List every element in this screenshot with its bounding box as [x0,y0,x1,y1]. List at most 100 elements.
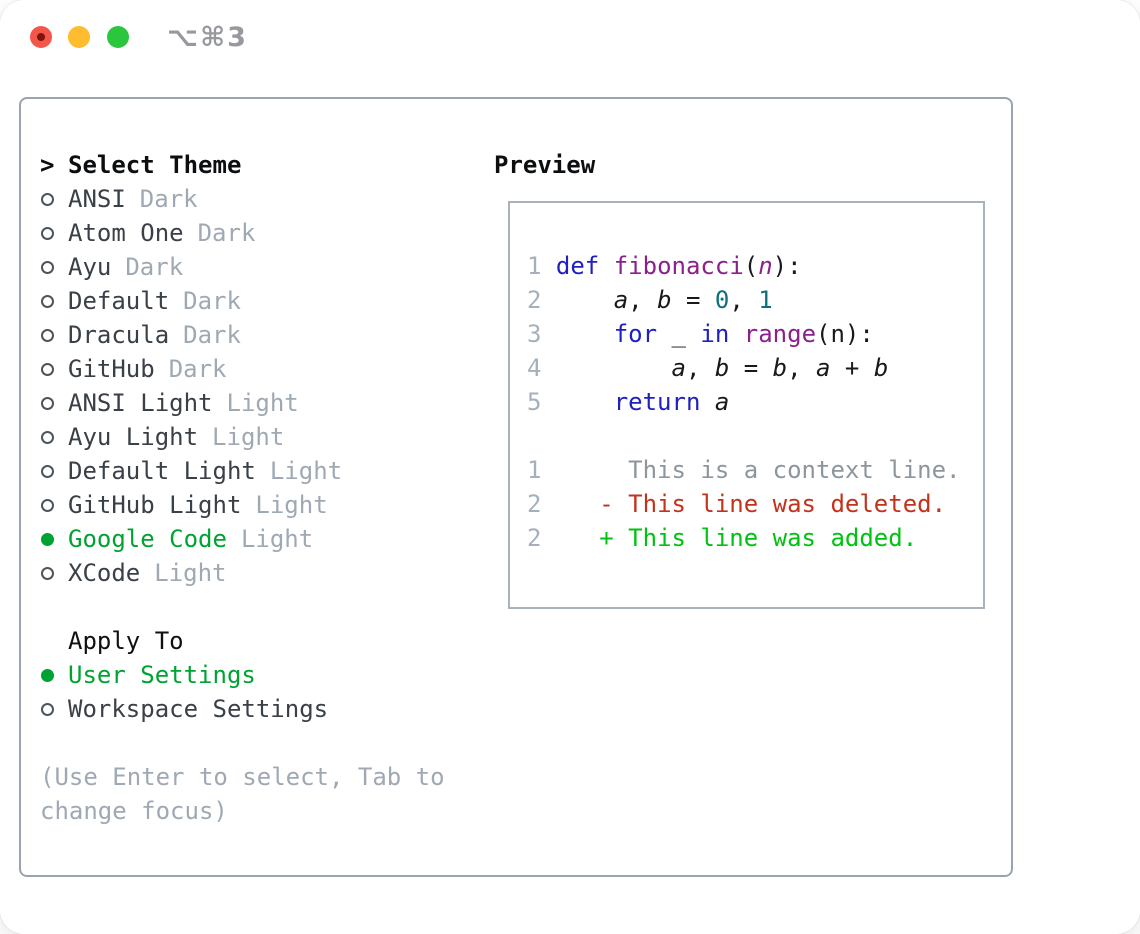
preview-title: Preview [494,151,596,179]
radio-unselected-icon [41,702,54,716]
code-token-var: a [613,286,629,314]
line-number: 4 [527,354,556,382]
radio-selected-icon [41,668,54,682]
code-token-pl: = [729,354,773,382]
code-line: 1 def fibonacci(n): [527,249,983,283]
option-label: GitHub [68,355,155,383]
theme-option-dracula[interactable]: Dracula Dark [40,318,445,352]
code-token-num: 1 [758,286,773,314]
theme-variant-label: Dark [139,185,198,213]
code-token-pl: , [729,286,759,314]
code-line: 2 + This line was added. [527,521,983,555]
line-number: 3 [527,320,556,348]
code-line [527,419,983,453]
code-token-fn: range [743,320,817,348]
radio-unselected-icon [41,566,54,580]
theme-option-xcode[interactable]: XCode Light [40,556,445,590]
apply-option-user-settings[interactable]: User Settings [40,658,445,692]
hint-text-line2: change focus) [40,797,228,825]
apply-option-workspace-settings[interactable]: Workspace Settings [40,692,445,726]
code-token-par: n [758,252,773,280]
code-token-pl: + [830,354,874,382]
option-label: Default [68,287,170,315]
radio-selected-icon [41,532,54,546]
minimize-button-icon[interactable] [68,26,90,48]
theme-option-default[interactable]: Default Dark [40,284,445,318]
zoom-button-icon[interactable] [107,26,129,48]
close-button-icon[interactable] [30,26,52,48]
theme-option-ayu-light[interactable]: Ayu Light Light [40,420,445,454]
code-token-pl [556,320,614,348]
code-token-var: b [873,354,889,382]
apply-to-title: Apply To [68,627,184,655]
theme-variant-label: Dark [168,355,227,383]
radio-unselected-icon [41,328,54,342]
code-token-kw: for [613,320,658,348]
line-number: 2 [527,490,556,518]
apply-to-header: Apply To [40,624,445,658]
select-theme-header: > Select Theme [40,148,445,182]
code-token-del: - This line was deleted. [599,490,947,518]
theme-variant-label: Dark [125,253,184,281]
code-token-pl [599,252,613,280]
spacer-row [40,726,445,760]
code-token-pl [556,490,599,518]
option-label: ANSI Light [68,389,213,417]
hint-text-line1: (Use Enter to select, Tab to [40,763,445,791]
radio-unselected-icon [41,294,54,308]
radio-unselected-icon [41,260,54,274]
code-token-pl: , [628,286,658,314]
code-token-kw: def [555,252,600,280]
theme-variant-label: Dark [183,287,241,315]
theme-variant-label: Light [269,457,343,485]
theme-option-github[interactable]: GitHub Dark [40,352,445,386]
code-token-add: + This line was added. [599,524,918,552]
option-label: Atom One [68,219,184,247]
theme-variant-label: Dark [183,321,241,349]
code-line: 3 for _ in range(n): [527,317,983,351]
option-label: Ayu Light [68,423,199,451]
code-token-num: 0 [714,286,730,314]
radio-unselected-icon [41,498,54,512]
line-number: 1 [527,252,556,280]
option-label: Dracula [68,321,170,349]
code-token-var: a [671,354,686,382]
code-token-ctx: This is a context line. [555,456,961,484]
line-number: 2 [527,524,556,552]
radio-unselected-icon [41,396,54,410]
code-token-pl: , [787,354,817,382]
code-token-var: a [816,354,831,382]
option-label: XCode [68,559,141,587]
window-title: ⌥⌘3 [167,22,248,53]
option-label: GitHub Light [68,491,242,519]
code-line: 4 a, b = b, a + b [527,351,983,385]
theme-variant-label: Light [154,559,227,587]
code-token-var: b [772,354,788,382]
radio-unselected-icon [41,226,54,240]
code-token-pl: _ [657,320,701,348]
code-token-var: b [657,286,672,314]
code-line: 2 a, b = 0, 1 [527,283,983,317]
code-line: 5 return a [527,385,983,419]
code-line: 1 This is a context line. [527,453,983,487]
code-token-pl [556,388,614,416]
code-token-kw: in [700,320,730,348]
code-token-kw: return [613,388,701,416]
theme-variant-label: Light [212,423,285,451]
option-label: Workspace Settings [68,695,329,723]
code-line: 2 - This line was deleted. [527,487,983,521]
radio-unselected-icon [41,192,54,206]
